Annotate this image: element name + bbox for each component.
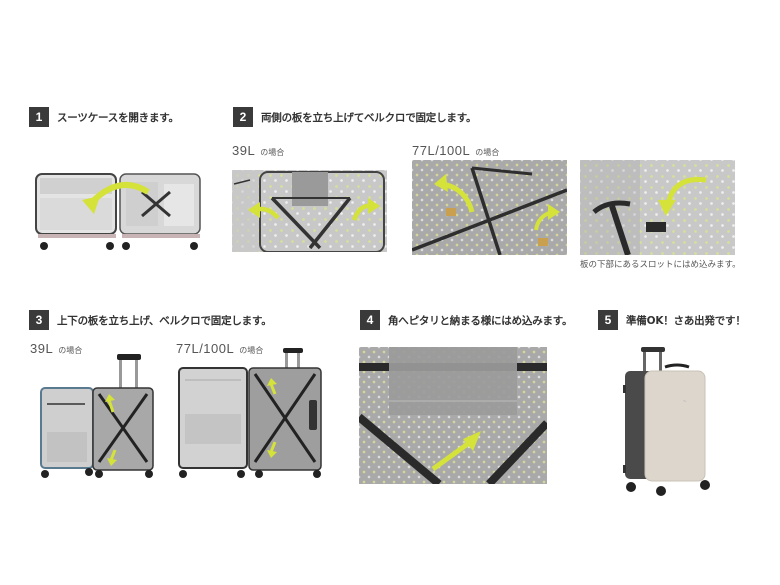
size-label-77l-step3: 77L/100L の場合 [176, 341, 263, 356]
size-value: 39L [232, 143, 256, 158]
size-value: 77L/100L [412, 143, 471, 158]
step-5-badge: 5 [598, 310, 618, 330]
step-5-image-closed-suitcase: ~ [615, 345, 725, 497]
svg-text:~: ~ [683, 399, 687, 405]
step-2-text: 両側の板を立ち上げてベルクロで固定します。 [261, 111, 477, 124]
size-suffix: の場合 [475, 148, 500, 157]
step-3-heading: 3 上下の板を立ち上げ、ベルクロで固定します。 [29, 310, 272, 330]
step-1-badge: 1 [29, 107, 49, 127]
size-suffix: の場合 [260, 148, 285, 157]
size-label-39l-step2: 39L の場合 [232, 143, 284, 158]
size-suffix: の場合 [239, 346, 264, 355]
step-2-image-slot-closeup [580, 160, 735, 255]
step-2-image-77l [412, 160, 567, 255]
step-3-text: 上下の板を立ち上げ、ベルクロで固定します。 [57, 314, 272, 327]
step-4-image-corner [359, 347, 547, 484]
size-value: 39L [30, 341, 54, 356]
step-5-text: 準備OK！さあ出発です！ [626, 314, 746, 327]
slot-caption: 板の下部にあるスロットにはめ込みます。 [580, 260, 741, 270]
step-4-text: 角へピタリと納まる様にはめ込みます。 [388, 314, 573, 327]
step-1-heading: 1 スーツケースを開きます。 [29, 107, 179, 127]
step-2-heading: 2 両側の板を立ち上げてベルクロで固定します。 [233, 107, 476, 127]
step-3-badge: 3 [29, 310, 49, 330]
step-3-image-77l [175, 348, 325, 480]
step-4-badge: 4 [360, 310, 380, 330]
step-1-text: スーツケースを開きます。 [57, 111, 179, 124]
size-label-39l-step3: 39L の場合 [30, 341, 82, 356]
step-4-heading: 4 角へピタリと納まる様にはめ込みます。 [360, 310, 573, 330]
size-label-77l-step2: 77L/100L の場合 [412, 143, 499, 158]
size-value: 77L/100L [176, 341, 235, 356]
step-5-heading: 5 準備OK！さあ出発です！ [598, 310, 746, 330]
step-1-image-open-suitcase [30, 170, 205, 255]
step-3-image-39l [35, 350, 155, 480]
step-2-image-39l [232, 170, 387, 252]
step-2-badge: 2 [233, 107, 253, 127]
size-suffix: の場合 [58, 346, 83, 355]
